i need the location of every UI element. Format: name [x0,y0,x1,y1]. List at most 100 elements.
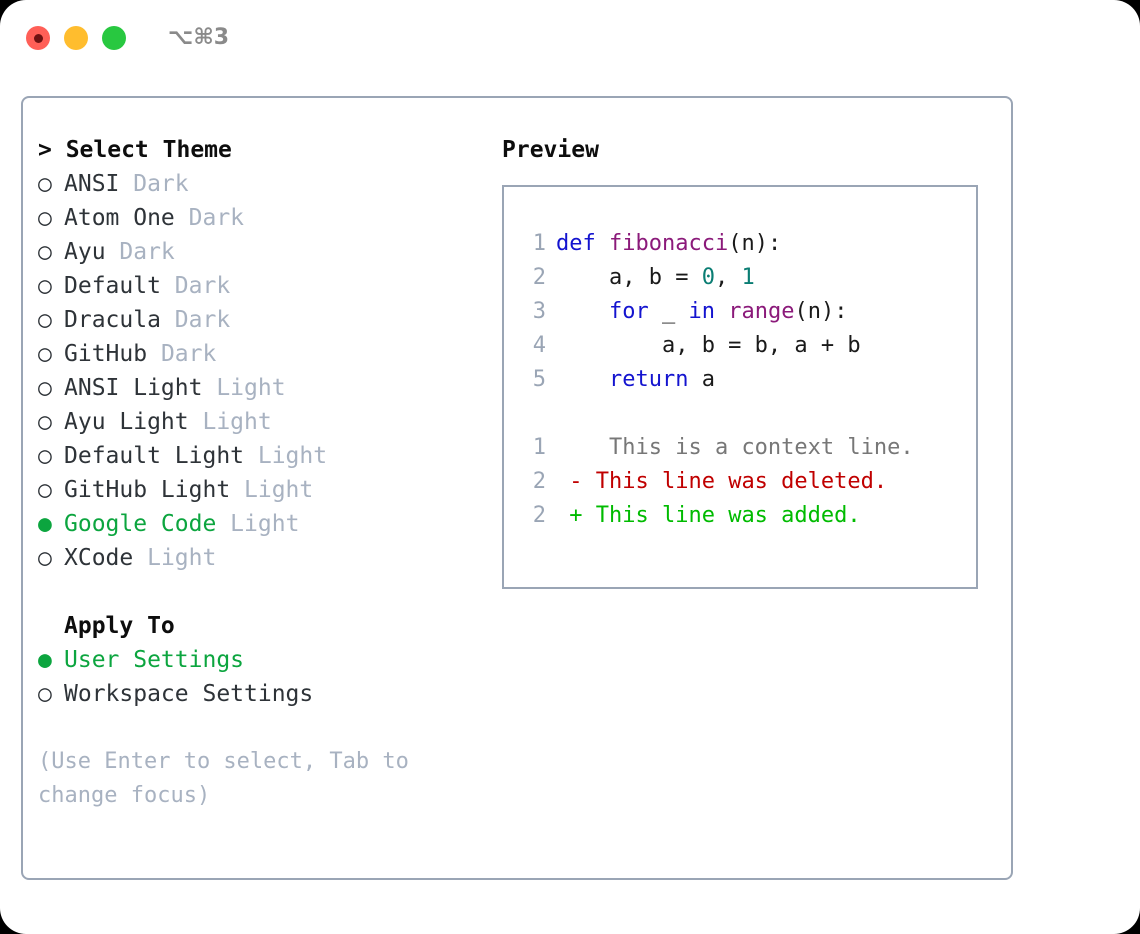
line-number: 2 [532,503,546,528]
line-number: 1 [532,231,546,256]
code-token: in [688,299,715,324]
theme-option-label: Ayu [64,239,106,265]
radio-unselected-icon: ○ [38,307,52,333]
theme-option[interactable]: ○Default Light Light [38,439,478,473]
line-number: 1 [532,435,546,460]
maximize-button[interactable] [102,26,126,50]
code-token: a, b = b, a + b [556,333,861,358]
code-line: 5 return a [518,363,976,397]
theme-option[interactable]: ○Dracula Dark [38,303,478,337]
code-line: 1 def fibonacci(n): [518,227,976,261]
diff-marker [556,435,583,460]
theme-option-label: ANSI Light [64,375,203,401]
radio-unselected-icon: ○ [38,545,52,571]
theme-option[interactable]: ○ ANSI Dark [38,167,478,201]
radio-unselected-icon: ○ [38,341,52,367]
preview-header: Preview [502,137,599,163]
diff-sample: 1 This is a context line.2 - This line w… [518,431,976,533]
code-line: 2 a, b = 0, 1 [518,261,976,295]
theme-option-tag: Light [133,545,217,571]
theme-option-tag: Dark [174,205,245,231]
keyboard-hint: (Use Enter to select, Tab to change focu… [38,749,423,808]
theme-option[interactable]: ○Ayu Dark [38,235,478,269]
theme-option[interactable]: ○ Default Dark [38,269,478,303]
theme-option-label: XCode [64,545,134,571]
code-token: 0 [701,265,715,290]
code-token: a [688,367,715,392]
diff-line: 2 - This line was deleted. [518,465,976,499]
theme-option[interactable]: ○ Ayu Light Light [38,405,478,439]
theme-option-tag: Light [216,511,300,537]
theme-option-label: Dracula [64,307,161,333]
select-theme-header: > Select Theme [38,137,232,163]
theme-option-label: Atom One [64,205,175,231]
theme-option[interactable]: ○GitHub Light Light [38,473,478,507]
radio-unselected-icon: ○ [38,681,52,707]
diff-text: This line was added. [582,503,861,528]
theme-option-tag: Light [202,375,286,401]
theme-option-tag: Dark [160,273,231,299]
theme-option-label: Default [64,273,161,299]
radio-unselected-icon: ○ [38,477,52,503]
line-number: 4 [532,333,546,358]
main-panel: > Select Theme ○ANSI Dark○Atom One Dark○… [21,96,1013,880]
code-token: a, b = [556,265,702,290]
code-token: (n): [728,231,782,256]
theme-selector-column: > Select Theme ○ANSI Dark○Atom One Dark○… [38,133,478,813]
diff-line: 1 This is a context line. [518,431,976,465]
code-spacer [518,397,976,431]
theme-option-tag: Light [230,477,314,503]
theme-option[interactable]: ○Atom One Dark [38,201,478,235]
theme-option[interactable]: ○ XCode Light [38,541,478,575]
radio-unselected-icon: ○ [38,375,52,401]
radio-unselected-icon: ○ [38,171,52,197]
window-title: ⌥⌘3 [168,25,230,50]
theme-option-tag: Light [188,409,272,435]
code-token: _ [648,299,689,324]
diff-text: This line was deleted. [582,469,888,494]
theme-option-label: Ayu Light [64,409,189,435]
code-line: 3 for _ in range(n): [518,295,976,329]
diff-text: This is a context line. [582,435,914,460]
code-token: 1 [741,265,755,290]
code-token: def [556,231,596,256]
line-number: 2 [532,469,546,494]
line-number: 2 [532,265,546,290]
titlebar: ⌥⌘3 [0,0,1140,78]
radio-selected-icon: ● [38,647,52,673]
theme-option-tag: Dark [119,171,189,197]
code-token: (n): [794,299,848,324]
radio-unselected-icon: ○ [38,273,52,299]
theme-option-label: Google Code [64,511,217,537]
radio-unselected-icon: ○ [38,409,52,435]
theme-option-label: ANSI [64,171,120,197]
code-token: fibonacci [609,231,729,256]
theme-option[interactable]: ● Google Code Light [38,507,478,541]
code-token: for [608,299,649,324]
close-button[interactable] [26,26,50,50]
apply-to-option[interactable]: ○ Workspace Settings [38,677,478,711]
code-line: 4 a, b = b, a + b [518,329,976,363]
theme-option-tag: Light [244,443,328,469]
code-token [556,299,609,324]
traffic-lights [26,26,126,50]
apply-to-option[interactable]: ●User Settings [38,643,478,677]
diff-marker: - [556,469,583,494]
code-token: return [608,367,689,392]
apply-to-list: ●User Settings ○ Workspace Settings [38,643,478,711]
code-token [596,231,609,256]
minimize-button[interactable] [64,26,88,50]
code-token [715,299,728,324]
spacer [38,575,478,609]
line-number: 5 [532,367,546,392]
theme-option-label: Default Light [64,443,245,469]
theme-option[interactable]: ○ ANSI Light Light [38,371,478,405]
radio-selected-icon: ● [38,511,52,537]
apply-to-option-label: Workspace Settings [64,681,314,707]
diff-marker: + [556,503,583,528]
theme-option[interactable]: ○GitHub Dark [38,337,478,371]
